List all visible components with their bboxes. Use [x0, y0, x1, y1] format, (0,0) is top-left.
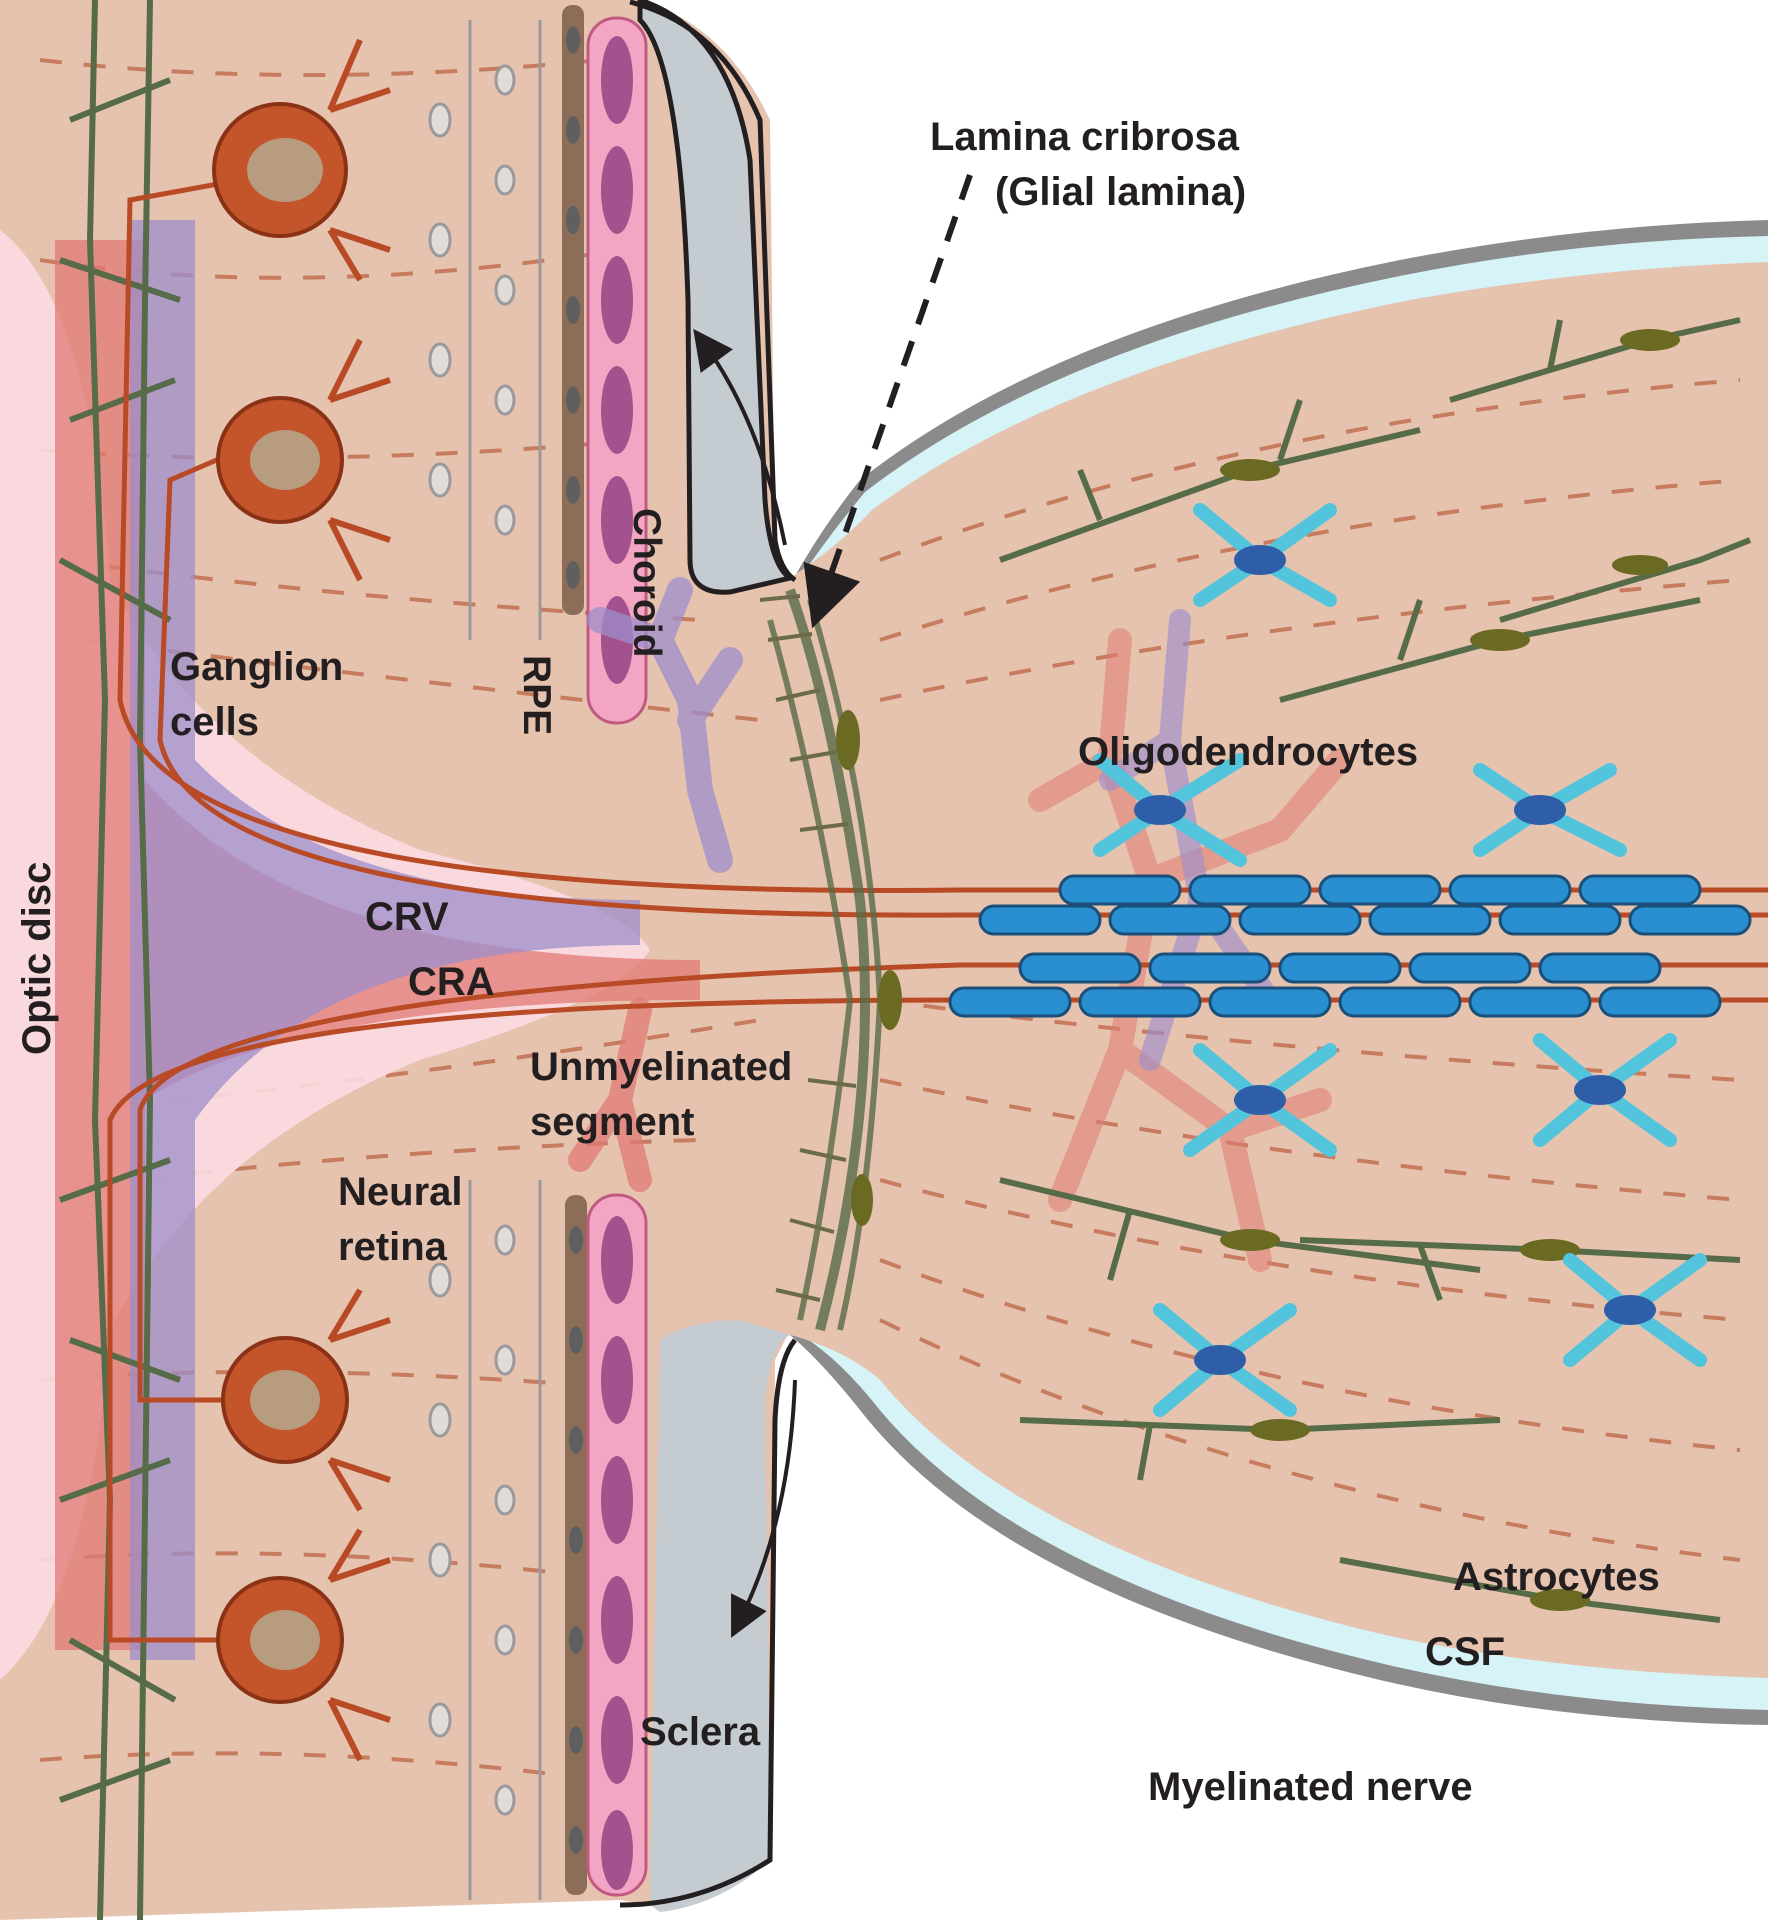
- neural-retina-label-line1: Neural: [338, 1170, 463, 1214]
- choroid-label: Choroid: [625, 508, 668, 657]
- glial-lamina-label: (Glial lamina): [995, 170, 1246, 214]
- unmyelinated-segment-label-line2: segment: [530, 1100, 695, 1144]
- branching-artery: [568, 998, 652, 1192]
- myelin-sheaths: [948, 874, 1752, 1018]
- photoreceptor-layer: [428, 20, 542, 1900]
- astrocytes-label: Astrocytes: [1453, 1555, 1660, 1599]
- csf-label: CSF: [1425, 1630, 1505, 1674]
- crv-vessel: [130, 220, 640, 1660]
- nerve-astrocyte-nuclei: [1220, 329, 1680, 1611]
- branching-vein: [587, 577, 743, 873]
- myelinated-nerve-label: Myelinated nerve: [1148, 1765, 1473, 1809]
- ganglion-cell-4: [216, 1528, 391, 1762]
- ganglion-axons: [107, 177, 1768, 1643]
- sclera-lower: [650, 1320, 790, 1912]
- crv-label: CRV: [365, 895, 449, 939]
- upward-flow-arrow: [693, 328, 787, 546]
- sclera-upper: [637, 0, 797, 595]
- lamina-pointer-arrow: [803, 174, 973, 629]
- rpe-layer: [562, 5, 587, 1895]
- downward-flow-arrow: [731, 1379, 797, 1638]
- sclera-label: Sclera: [640, 1710, 761, 1754]
- ganglion-cells: [212, 38, 391, 1762]
- lamina-cribrosa: [759, 588, 902, 1332]
- ganglion-cell-1: [212, 38, 391, 282]
- oligodendrocytes: [1093, 503, 1707, 1417]
- cra-label: CRA: [408, 960, 495, 1004]
- ganglion-cell-2: [216, 338, 391, 582]
- neural-retina-label-line2: retina: [338, 1225, 448, 1269]
- unmyelinated-segment-label-line1: Unmyelinated: [530, 1045, 792, 1089]
- ganglion-cells-label-line2: cells: [170, 700, 259, 744]
- ganglion-cell-3: [221, 1288, 391, 1512]
- ganglion-cells-label-line1: Ganglion: [170, 645, 343, 689]
- optic-disc-label: Optic disc: [15, 862, 59, 1055]
- rpe-label: RPE: [515, 655, 558, 735]
- oligodendrocyte-nuclei: [1134, 545, 1656, 1375]
- sclera-outline: [619, 0, 797, 1908]
- lamina-cribrosa-label: Lamina cribrosa: [930, 115, 1240, 159]
- oligodendrocytes-label: Oligodendrocytes: [1078, 730, 1418, 774]
